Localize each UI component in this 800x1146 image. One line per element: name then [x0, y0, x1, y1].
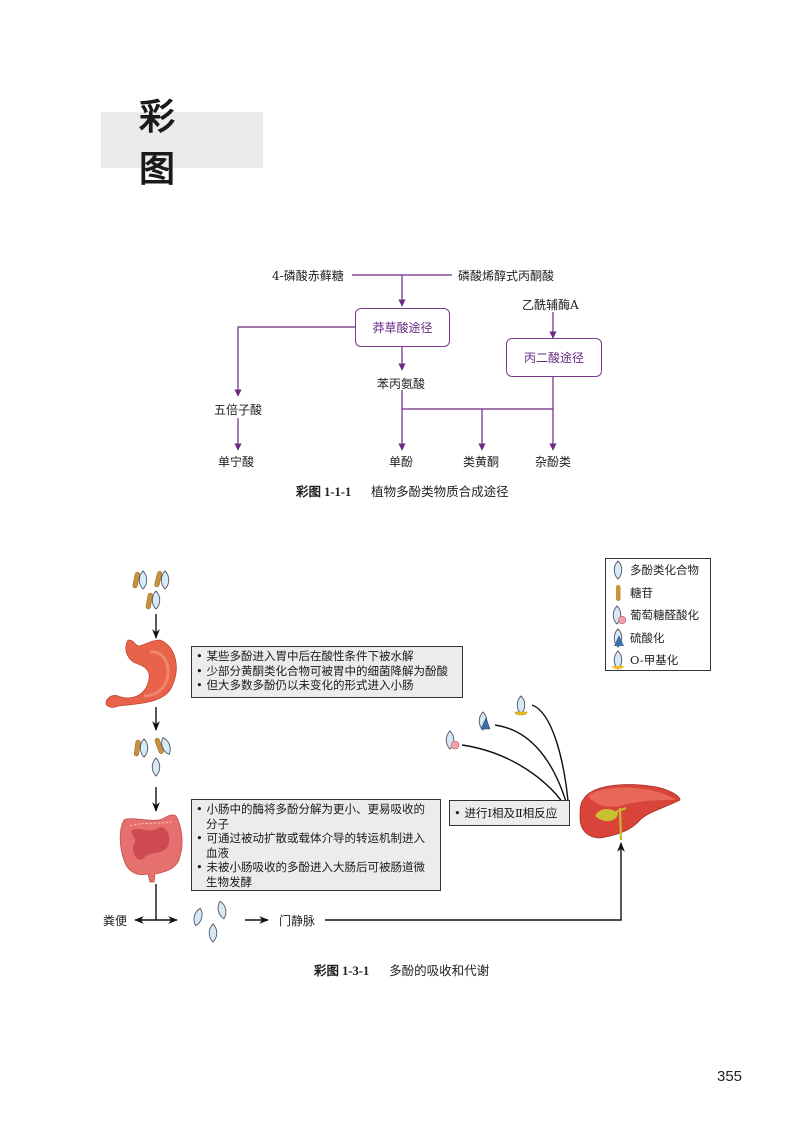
- figure1-caption-text: 植物多酚类物质合成途径: [371, 484, 509, 499]
- portal-vein-label: 门静脉: [279, 914, 316, 928]
- feces-label: 粪便: [103, 914, 128, 928]
- node-phenylalanine: 苯丙氨酸: [377, 377, 426, 391]
- figure1-caption-label: 彩图 1-1-1: [296, 485, 352, 499]
- legend: 多酚类化合物 糖苷 葡萄糖醛酸化 硫酸化 O-甲基化: [605, 558, 711, 671]
- header-band: [101, 112, 263, 168]
- node-malonate-pathway: 丙二酸途径: [506, 338, 602, 377]
- stomach-notes-box: 某些多酚进入胃中后在酸性条件下被水解 少部分黄酮类化合物可被胃中的细菌降解为酚酸…: [191, 646, 463, 698]
- legend-item-polyphenol: 多酚类化合物: [606, 559, 710, 582]
- intestine-illustration: [119, 814, 183, 883]
- node-monophenol: 单酚: [389, 455, 414, 469]
- glucuronide-conjugate: [445, 730, 460, 750]
- legend-item-glycoside: 糖苷: [606, 582, 710, 605]
- legend-item-glucuronidation: 葡萄糖醛酸化: [606, 604, 710, 627]
- page-number: 355: [717, 1068, 743, 1085]
- polyphenol-glycoside-cluster-middle: [133, 735, 174, 777]
- figure1-caption: 彩图 1-1-1 植物多酚类物质合成途径: [296, 481, 509, 500]
- node-tannin: 单宁酸: [218, 455, 255, 469]
- legend-label: 葡萄糖醛酸化: [630, 608, 699, 623]
- legend-label: 糖苷: [630, 585, 653, 600]
- glucuronidation-icon: [612, 605, 626, 625]
- legend-item-sulfation: 硫酸化: [606, 627, 710, 650]
- figure2-caption-text: 多酚的吸收和代谢: [389, 963, 490, 978]
- polyphenol-glycoside-cluster-top: [132, 570, 170, 610]
- node-shikimate-pathway: 莽草酸途径: [355, 308, 450, 347]
- legend-label: 多酚类化合物: [630, 563, 699, 578]
- stomach-note: 某些多酚进入胃中后在酸性条件下被水解: [196, 649, 458, 664]
- portal-vein-to-liver-line: [325, 842, 625, 921]
- sulfate-conjugate: [478, 711, 491, 731]
- intestine-notes-box: 小肠中的酶将多酚分解为更小、更易吸收的分子 可通过被动扩散或载体介导的转运机制进…: [191, 799, 441, 891]
- polyphenol-icon: [613, 560, 623, 580]
- intestine-note: 可通过被动扩散或载体介导的转运机制进入血液: [196, 831, 436, 860]
- legend-item-methylation: O-甲基化: [606, 649, 710, 672]
- methyl-conjugate: [514, 695, 528, 716]
- liver-illustration: [579, 784, 681, 841]
- intestine-note: 小肠中的酶将多酚分解为更小、更易吸收的分子: [196, 802, 436, 831]
- arrow-to-gallic: [234, 326, 355, 397]
- sulfation-icon: [613, 628, 624, 648]
- glycoside-icon: [616, 584, 621, 601]
- node-erythrose: 4-磷酸赤藓糖: [272, 269, 344, 283]
- node-acetyl-coa: 乙酰辅酶A: [522, 298, 579, 312]
- free-polyphenol-cluster: [191, 899, 228, 943]
- methylation-icon: [612, 650, 624, 670]
- node-flavonoid: 类黄酮: [463, 455, 500, 469]
- node-mixed-phenol: 杂酚类: [535, 455, 572, 469]
- liver-note-box: 进行Ⅰ相及Ⅱ相反应: [449, 800, 570, 826]
- legend-label: O-甲基化: [630, 653, 679, 668]
- intestine-note: 未被小肠吸收的多酚进入大肠后可被肠道微生物发酵: [196, 860, 436, 889]
- node-pep: 磷酸烯醇式丙酮酸: [458, 269, 555, 283]
- conjugate-curves: [461, 704, 570, 813]
- figure2-caption: 彩图 1-3-1 多酚的吸收和代谢: [314, 960, 489, 979]
- figure2-caption-label: 彩图 1-3-1: [314, 964, 370, 978]
- liver-note: 进行Ⅰ相及Ⅱ相反应: [454, 806, 557, 821]
- stomach-note: 但大多数多酚仍以未变化的形式进入小肠: [196, 678, 458, 693]
- stomach-note: 少部分黄酮类化合物可被胃中的细菌降解为酚酸: [196, 664, 458, 679]
- stomach-illustration: [105, 639, 177, 708]
- node-gallic-acid: 五倍子酸: [214, 403, 263, 417]
- legend-label: 硫酸化: [630, 630, 665, 645]
